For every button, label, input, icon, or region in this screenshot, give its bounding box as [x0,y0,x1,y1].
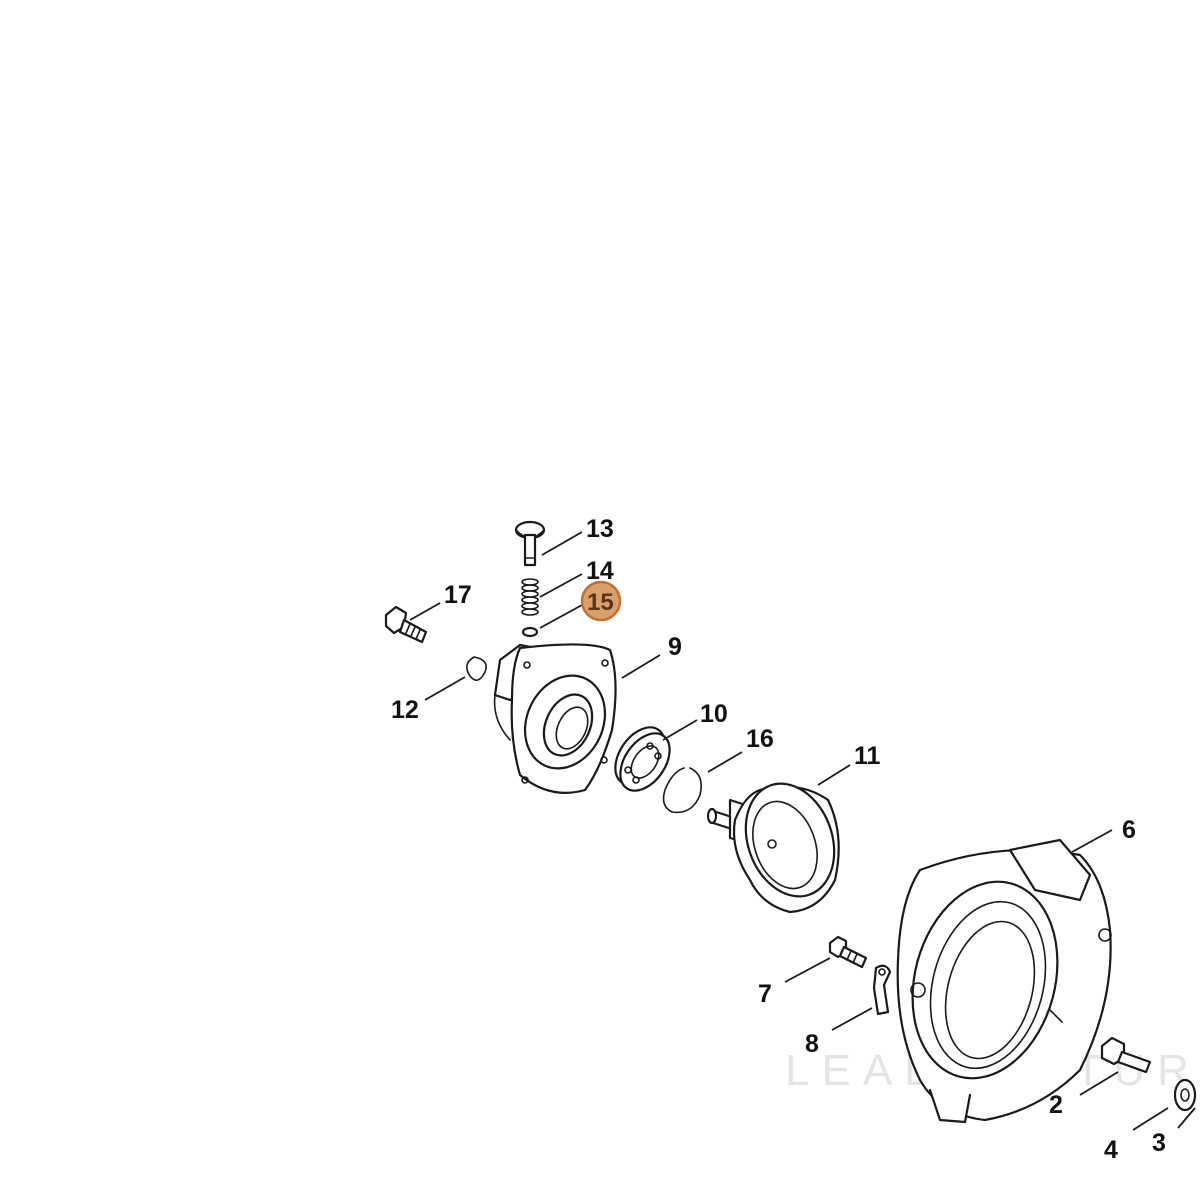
part-15-ring [521,626,539,638]
callout-4[interactable]: 4 [1104,1136,1118,1164]
highlight-badge [580,580,622,622]
callout-17[interactable]: 17 [444,581,472,609]
callout-10[interactable]: 10 [700,700,728,728]
callout-11[interactable]: 11 [854,742,881,770]
part-11-clutch-drum [706,782,840,914]
part-8-bracket [872,964,892,1016]
part-13-bolt [514,520,546,567]
part-14-spring [521,578,539,616]
part-9-housing [493,643,617,794]
part-12-circlip [466,656,487,681]
callout-labels: 13 14 15 17 9 12 10 16 11 6 7 8 2 4 3 [391,515,1166,1164]
callout-14[interactable]: 14 [586,557,614,585]
part-2-screw [1100,1036,1152,1074]
part-6-fan-housing [896,838,1112,1124]
callout-2[interactable]: 2 [1049,1091,1063,1119]
part-10-bearing [614,726,671,792]
callout-6[interactable]: 6 [1122,816,1136,844]
leader-lines [409,531,1196,1131]
callout-8[interactable]: 8 [805,1030,819,1058]
part-16-snap-ring [662,767,703,814]
callout-15[interactable]: 15 [587,589,614,616]
callout-3[interactable]: 3 [1152,1129,1166,1157]
callout-7[interactable]: 7 [758,980,772,1008]
part-17-screw [384,605,428,644]
part-7-screw [828,935,868,969]
callout-13[interactable]: 13 [586,515,614,543]
callout-12[interactable]: 12 [391,696,419,724]
callout-9[interactable]: 9 [668,633,682,661]
part-3-washer [1173,1078,1197,1112]
callout-16[interactable]: 16 [746,725,774,753]
